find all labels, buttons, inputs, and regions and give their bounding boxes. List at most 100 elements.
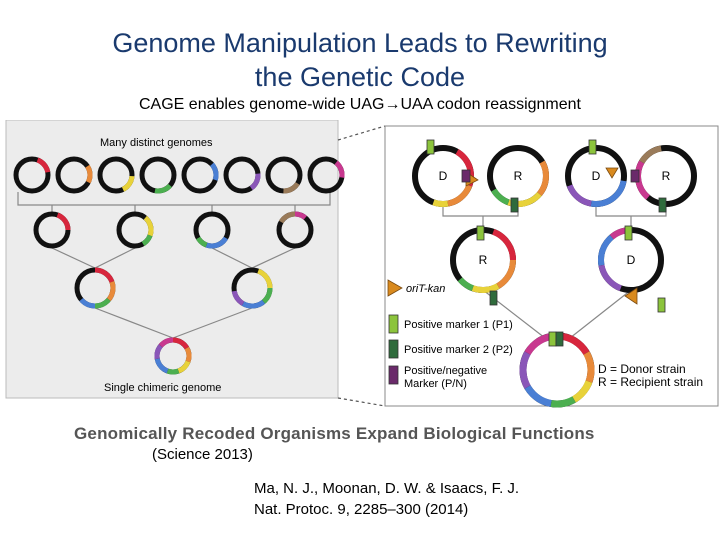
subtitle-pre: CAGE enables genome-wide UAG [139,96,385,113]
reference-line2: Nat. Protoc. 9, 2285–300 (2014) [254,501,469,518]
left-genome-circles [13,156,345,375]
marker-box [588,139,597,155]
tree-line [569,289,632,339]
donor-genome [412,145,474,207]
genome-segment [566,184,592,207]
genome-circle [116,211,154,249]
recipient-label: R [479,253,488,267]
p1-marker-icon [388,314,399,334]
legend-donor-def: D = Donor strain [598,362,686,376]
tree-line [251,247,296,269]
genome-segment [550,396,576,408]
orit-marker-icon [387,279,403,297]
genome-segment [141,234,153,247]
slide-subtitle: CAGE enables genome-wide UAG→UAA codon r… [0,96,720,114]
genome-circle [97,156,135,194]
marker-box [630,169,640,183]
tree-line [172,307,253,339]
zoom-dotted-lines [337,125,386,407]
legend-marker2: Positive marker 2 (P2) [404,344,513,356]
tree-line [211,247,253,269]
genome-segment [572,380,593,403]
recipient-label: R [514,169,523,183]
genome-backbone [13,156,51,194]
genome-backbone [97,156,135,194]
genome-circle [307,156,345,194]
genome-segment [36,157,51,173]
marker-box [657,297,666,313]
genome-segment [94,267,115,283]
genome-circle [193,211,231,249]
left-tree-lines [17,192,331,339]
donor-label: D [592,169,601,183]
marker-box [510,197,519,213]
genome-segment [241,299,266,309]
marker-box [624,225,633,241]
genome-circle [139,156,177,194]
genome-segment [143,215,154,237]
genome-segment [457,277,474,292]
genome-circle [55,156,93,194]
genome-segment [154,183,172,194]
genome-segment [491,188,510,206]
genome-segment [172,337,190,350]
marker-box [476,225,485,241]
genome-segment [519,351,531,389]
genome-segment [278,211,296,224]
banner-heading: Genomically Recoded Organisms Expand Bio… [74,424,595,443]
genome-segment [166,368,180,375]
legend: oriT-kan Positive marker 1 (P1) Positive… [387,279,703,390]
legend-orit: oriT-kan [406,283,445,295]
genome-segment [447,184,473,207]
genome-segment [639,145,662,164]
cage-diagram: Many distinct genomes Single chimeric ge… [5,120,719,408]
genome-segment [583,351,595,383]
tree-line [94,307,174,339]
genome-segment [121,175,135,192]
genome-segment [94,297,111,309]
marker-box [461,169,471,183]
donor-label: D [627,253,636,267]
genome-segment [79,297,96,309]
legend-marker-pn-2: Marker (P/N) [404,378,467,390]
genome-segment [598,264,622,292]
genome-segment [154,358,169,374]
arrow-right-icon: → [384,96,401,113]
genome-segment [524,385,552,407]
marker-box [426,139,435,155]
donor-label: D [439,169,448,183]
genome-segment [85,164,93,184]
left-top-label: Many distinct genomes [100,137,213,149]
legend-marker-pn-1: Positive/negative [404,365,487,377]
slide-title-line1: Genome Manipulation Leads to Rewriting [112,28,608,58]
genome-circle [181,156,219,194]
orit-marker [624,287,638,305]
genome-segment [205,236,229,249]
genome-segment [106,280,116,302]
genome-segment [590,180,627,207]
genome-segment [257,268,273,289]
genome-segment [154,344,163,360]
genome-segment [598,234,614,266]
genome-segment [249,173,261,191]
tree-line [94,247,136,269]
pn-marker-icon [388,365,399,385]
genome-segment [294,211,307,220]
legend-marker1: Positive marker 1 (P1) [404,319,513,331]
genome-segment [209,162,219,181]
genome-segment [432,199,449,207]
genome-segment [195,236,208,248]
genome-segment [283,181,300,194]
genome-circle [33,211,71,249]
genome-circle [74,267,116,309]
marker-box [555,331,564,347]
tree-line [51,247,96,269]
genome-circle [13,156,51,194]
genome-segment [184,346,192,363]
genome-segment [261,287,273,304]
genome-circle [276,211,314,249]
genome-circle [154,337,192,375]
citation-year: (Science 2013) [152,446,253,463]
slide-title-line2: the Genetic Code [254,62,466,92]
